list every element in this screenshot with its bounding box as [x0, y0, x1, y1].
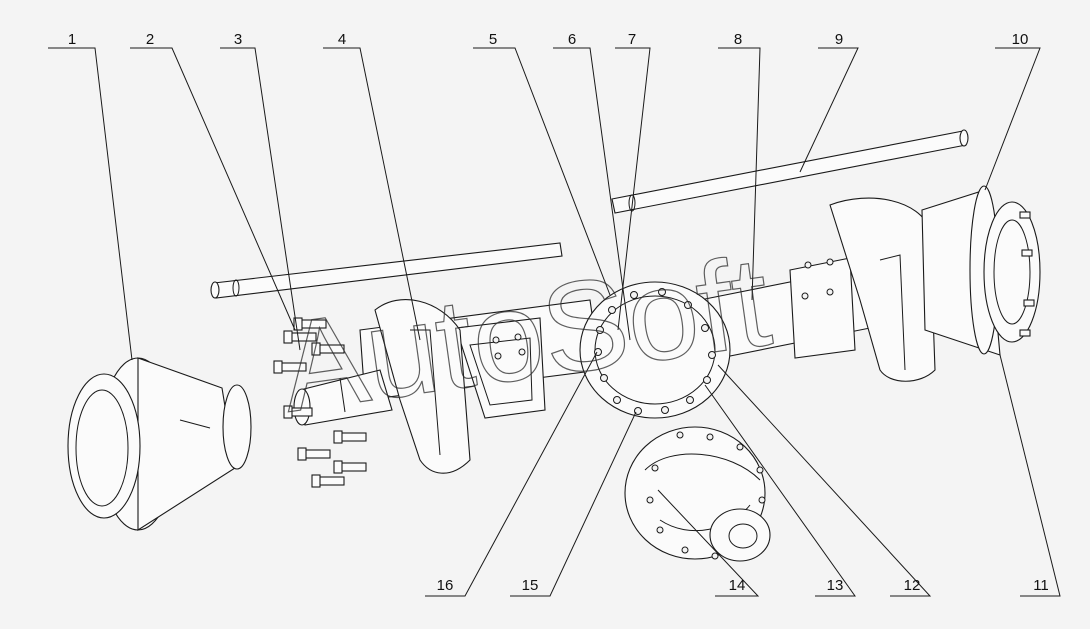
- callout-1: 1: [68, 31, 76, 48]
- callout-2: 2: [146, 31, 154, 48]
- callout-10: 10: [1012, 31, 1029, 48]
- wheel-hub-left: [67, 357, 252, 532]
- callout-8: 8: [734, 31, 742, 48]
- callout-5: 5: [489, 31, 497, 48]
- callout-labels: 1 2 3 4 5 6 7 8 9 10 11 12 13 14 15 16: [68, 31, 1049, 594]
- callout-6: 6: [568, 31, 576, 48]
- bolt-set: [273, 317, 367, 488]
- axle-shaft-left: [210, 242, 563, 299]
- axle-shaft-right: [611, 129, 969, 214]
- callout-13: 13: [827, 577, 844, 594]
- callout-3: 3: [234, 31, 242, 48]
- leader-lines: [48, 47, 1061, 597]
- callout-4: 4: [338, 31, 346, 48]
- callout-15: 15: [522, 577, 539, 594]
- callout-7: 7: [628, 31, 636, 48]
- callout-12: 12: [904, 577, 921, 594]
- axle-housing: [293, 197, 961, 474]
- differential-carrier: [624, 426, 771, 562]
- callout-11: 11: [1033, 577, 1049, 594]
- callout-16: 16: [437, 577, 454, 594]
- callout-9: 9: [835, 31, 843, 48]
- wheel-hub-right: [921, 185, 1041, 356]
- callout-14: 14: [729, 577, 746, 594]
